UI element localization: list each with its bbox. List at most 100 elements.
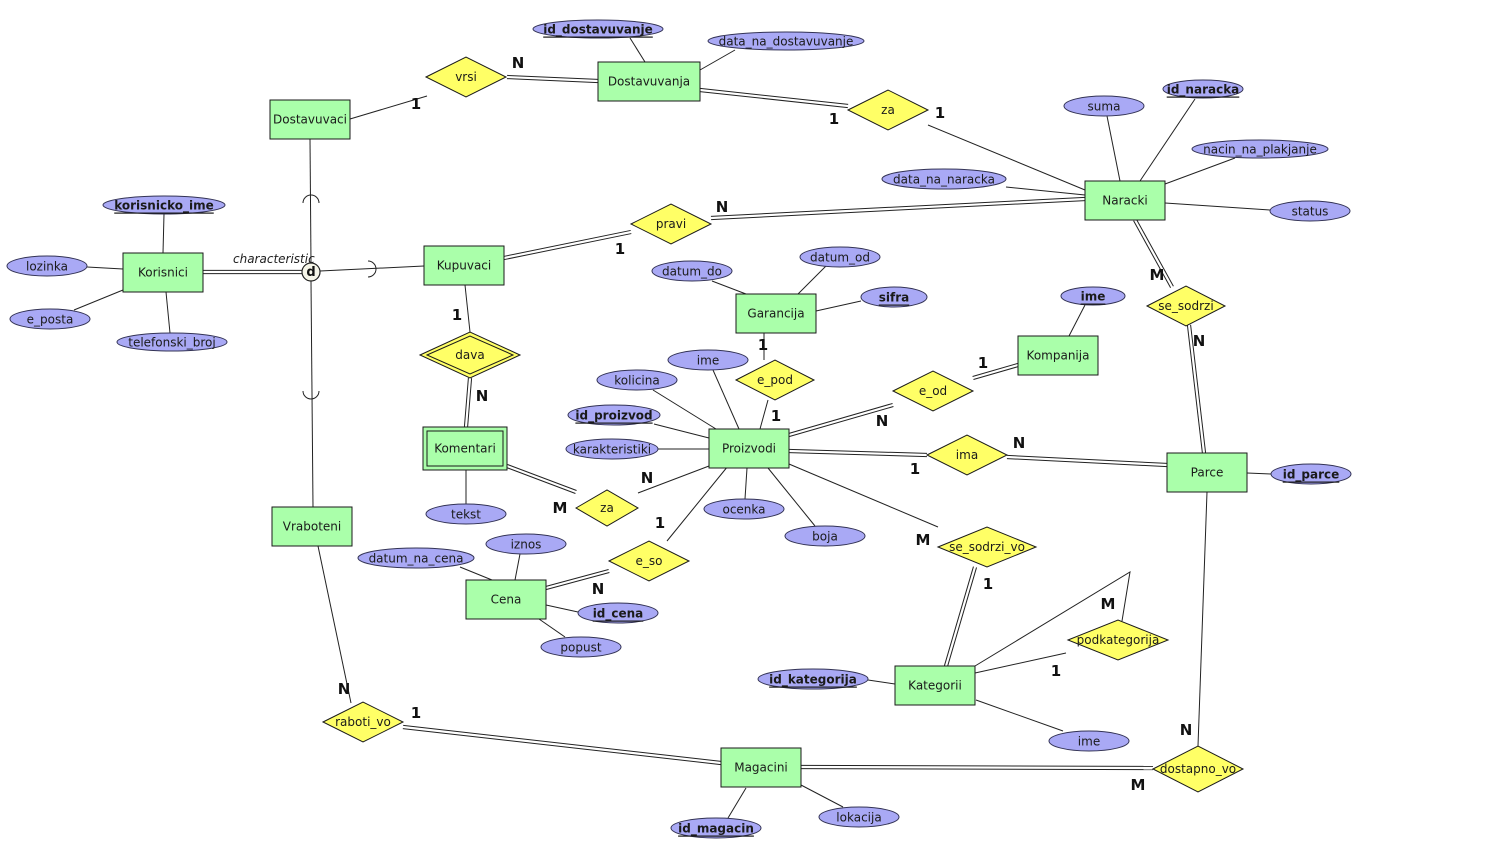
attribute-id-proizvod-key[interactable]: id_proizvod [567, 404, 661, 426]
attribute-label: nacin_na_plakjanje [1203, 143, 1317, 157]
link-dostavuvaci-vrsi [349, 95, 428, 120]
attribute-label: sifra [879, 291, 910, 305]
link-za2-proizvodi [637, 465, 710, 494]
relationship-ima[interactable]: ima [925, 434, 1009, 476]
attribute-id-parce-key[interactable]: id_parce [1270, 463, 1352, 485]
relationship-se-sodrzi-vo[interactable]: se_sodrzi_vo [936, 526, 1038, 568]
relationship-podkategorija[interactable]: podkategorija [1066, 619, 1170, 661]
entity-dostavuvaci[interactable]: Dostavuvaci [269, 99, 351, 140]
entity-label: Garancija [747, 307, 804, 321]
attribute-label: ime [1081, 290, 1106, 304]
attribute-iznos[interactable]: iznos [485, 533, 567, 555]
attribute-nacin-na-plakjanje[interactable]: nacin_na_plakjanje [1191, 139, 1329, 159]
entity-garancija[interactable]: Garancija [735, 293, 817, 334]
attribute-boja[interactable]: boja [784, 525, 866, 547]
attribute-ime[interactable]: ime [667, 349, 749, 371]
attribute-lozinka[interactable]: lozinka [6, 255, 88, 277]
attribute-ime[interactable]: ime [1048, 730, 1130, 752]
attribute-id-cena-key[interactable]: id_cena [577, 602, 659, 624]
attribute-datum-do[interactable]: datum_do [651, 260, 733, 282]
attribute-id-naracka-key[interactable]: id_naracka [1162, 79, 1244, 99]
attribute-telefonski-broj[interactable]: telefonski_broj [116, 332, 228, 352]
entity-parce[interactable]: Parce [1166, 452, 1248, 493]
attribute-label: data_na_naracka [893, 173, 995, 187]
attribute-label: data_na_dostavuvanje [719, 35, 854, 49]
attribute-id-dostavuvanje-key[interactable]: id_dostavuvanje [532, 19, 664, 39]
entity-kompanija[interactable]: Kompanija [1017, 335, 1099, 376]
relationship-za[interactable]: za [575, 489, 639, 527]
link-komentari-za2 [506, 464, 577, 494]
relationship-se-sodrzi[interactable]: se_sodrzi [1145, 285, 1227, 327]
cardinality-label: 1 [615, 240, 625, 258]
attribute-link [86, 266, 124, 270]
relationship-za[interactable]: za [846, 89, 930, 131]
attribute-link [712, 369, 740, 430]
attribute-e-posta[interactable]: e_posta [9, 308, 91, 330]
cardinality-label: 1 [411, 95, 421, 113]
entity-dostavuvanja[interactable]: Dostavuvanja [597, 61, 701, 102]
attribute-datum-od[interactable]: datum_od [799, 246, 881, 268]
attribute-kolicina[interactable]: kolicina [596, 369, 678, 391]
attribute-status[interactable]: status [1269, 200, 1351, 222]
relationship-e-od[interactable]: e_od [891, 370, 975, 412]
attribute-popust[interactable]: popust [540, 636, 622, 658]
attribute-link [1005, 186, 1086, 196]
attribute-label: ime [1078, 735, 1100, 749]
entity-kupuvaci[interactable]: Kupuvaci [423, 245, 505, 286]
relationship-label: vrsi [455, 70, 477, 84]
relationship-e-so[interactable]: e_so [607, 540, 691, 582]
entity-proizvodi[interactable]: Proizvodi [708, 428, 790, 469]
attribute-label: datum_na_cena [369, 552, 464, 566]
relationship-dava[interactable]: dava [418, 331, 522, 379]
entity-label: Komentari [434, 442, 496, 456]
entity-vraboteni[interactable]: Vraboteni [271, 506, 353, 547]
relationship-e-pod[interactable]: e_pod [734, 359, 816, 401]
entity-kategorii[interactable]: Kategorii [894, 665, 976, 706]
attribute-tekst[interactable]: tekst [425, 503, 507, 525]
attribute-sifra-key[interactable]: sifra [860, 286, 928, 308]
disjoint-circle-icon [301, 262, 321, 282]
link-se_sodrzi-parce [1186, 324, 1207, 454]
link-dostavuvanja-za1 [699, 87, 849, 109]
attribute-id-magacin-key[interactable]: id_magacin [670, 817, 762, 839]
entity-label: Dostavuvaci [273, 113, 347, 127]
attribute-label: ime [697, 354, 719, 368]
entity-korisnici[interactable]: Korisnici [122, 252, 204, 293]
entity-magacini[interactable]: Magacini [720, 747, 802, 788]
cardinality-label: 1 [411, 704, 421, 722]
relationship-vrsi[interactable]: vrsi [424, 56, 508, 98]
link-ima-parce [1006, 454, 1168, 468]
attribute-link [711, 280, 747, 295]
attribute-data-na-naracka[interactable]: data_na_naracka [881, 168, 1007, 190]
relationship-label: se_sodrzi [1158, 299, 1213, 313]
attribute-suma[interactable]: suma [1063, 95, 1145, 117]
attribute-ime-key[interactable]: ime [1060, 286, 1126, 306]
entity-label: Kupuvaci [437, 259, 492, 273]
attribute-data-na-dostavuvanje[interactable]: data_na_dostavuvanje [707, 31, 865, 51]
link-dostapno_vo-parce [1197, 491, 1208, 747]
specialization-total-line [203, 269, 302, 275]
entity-naracki[interactable]: Naracki [1084, 180, 1166, 221]
attribute-label: id_cena [593, 607, 644, 622]
entity-komentari[interactable]: Komentari [422, 426, 508, 471]
attribute-link [815, 300, 862, 312]
attribute-lokacija[interactable]: lokacija [818, 806, 900, 828]
attribute-link [162, 213, 165, 254]
attribute-datum-na-cena[interactable]: datum_na_cena [357, 547, 475, 569]
relationship-dostapno-vo[interactable]: dostapno_vo [1151, 745, 1245, 793]
attribute-korisnicko-ime-key[interactable]: korisnicko_ime [102, 195, 226, 215]
relationship-label: dava [455, 348, 484, 362]
cardinality-label: N [716, 198, 729, 216]
attribute-karakteristiki[interactable]: karakteristiki [565, 438, 659, 460]
subset-symbol-icon [302, 194, 320, 204]
relationship-raboti-vo[interactable]: raboti_vo [321, 701, 405, 743]
relationship-pravi[interactable]: pravi [629, 203, 713, 245]
attribute-label: id_proizvod [575, 409, 652, 424]
attribute-link [538, 618, 566, 638]
attribute-id-kategorija-key[interactable]: id_kategorija [757, 668, 869, 690]
entity-cena[interactable]: Cena [465, 579, 547, 620]
cardinality-label: 1 [935, 104, 945, 122]
attribute-ocenka[interactable]: ocenka [703, 498, 785, 520]
relationship-label: e_od [919, 384, 947, 398]
